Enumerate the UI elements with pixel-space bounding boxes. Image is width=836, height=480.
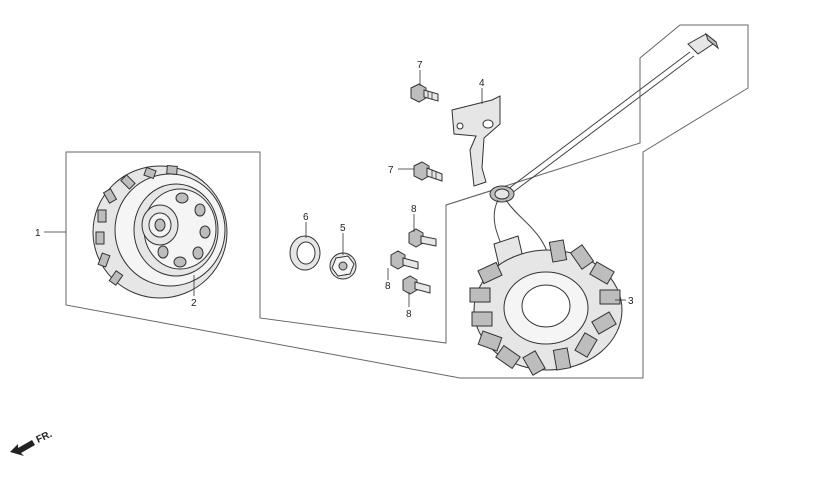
front-direction-label: FR. <box>35 429 54 446</box>
stator-teeth <box>469 239 621 376</box>
harness-connector <box>687 32 720 55</box>
callout-6: 6 <box>303 212 309 223</box>
wire-grommet <box>489 185 515 203</box>
bolt-8-c <box>402 275 431 295</box>
callout-5: 5 <box>340 223 346 234</box>
rotor-holes <box>157 192 211 268</box>
assembly-frame <box>65 24 749 379</box>
flange-nut <box>329 252 357 280</box>
flywheel-rotor <box>92 165 228 299</box>
callout-8-b: 8 <box>385 281 391 292</box>
wire-bracket <box>451 95 501 187</box>
callout-2: 2 <box>191 298 197 309</box>
front-arrow-icon <box>10 440 35 456</box>
callout-8-a: 8 <box>411 204 417 215</box>
callout-3: 3 <box>628 296 634 307</box>
callout-7-upper: 7 <box>417 60 423 71</box>
rotor-slots <box>95 165 178 286</box>
washer <box>289 235 321 271</box>
leader-lines <box>44 70 626 307</box>
callout-1: 1 <box>35 228 41 239</box>
callout-4: 4 <box>479 78 485 89</box>
bolt-7-lower <box>413 161 443 182</box>
stator-assembly <box>469 32 720 376</box>
front-direction-indicator: FR. <box>10 429 54 456</box>
callout-7-lower: 7 <box>388 165 394 176</box>
callout-8-c: 8 <box>406 309 412 320</box>
bolt-8-a <box>408 228 437 248</box>
bolt-7-upper <box>410 83 439 103</box>
bolt-8-b <box>390 250 419 270</box>
